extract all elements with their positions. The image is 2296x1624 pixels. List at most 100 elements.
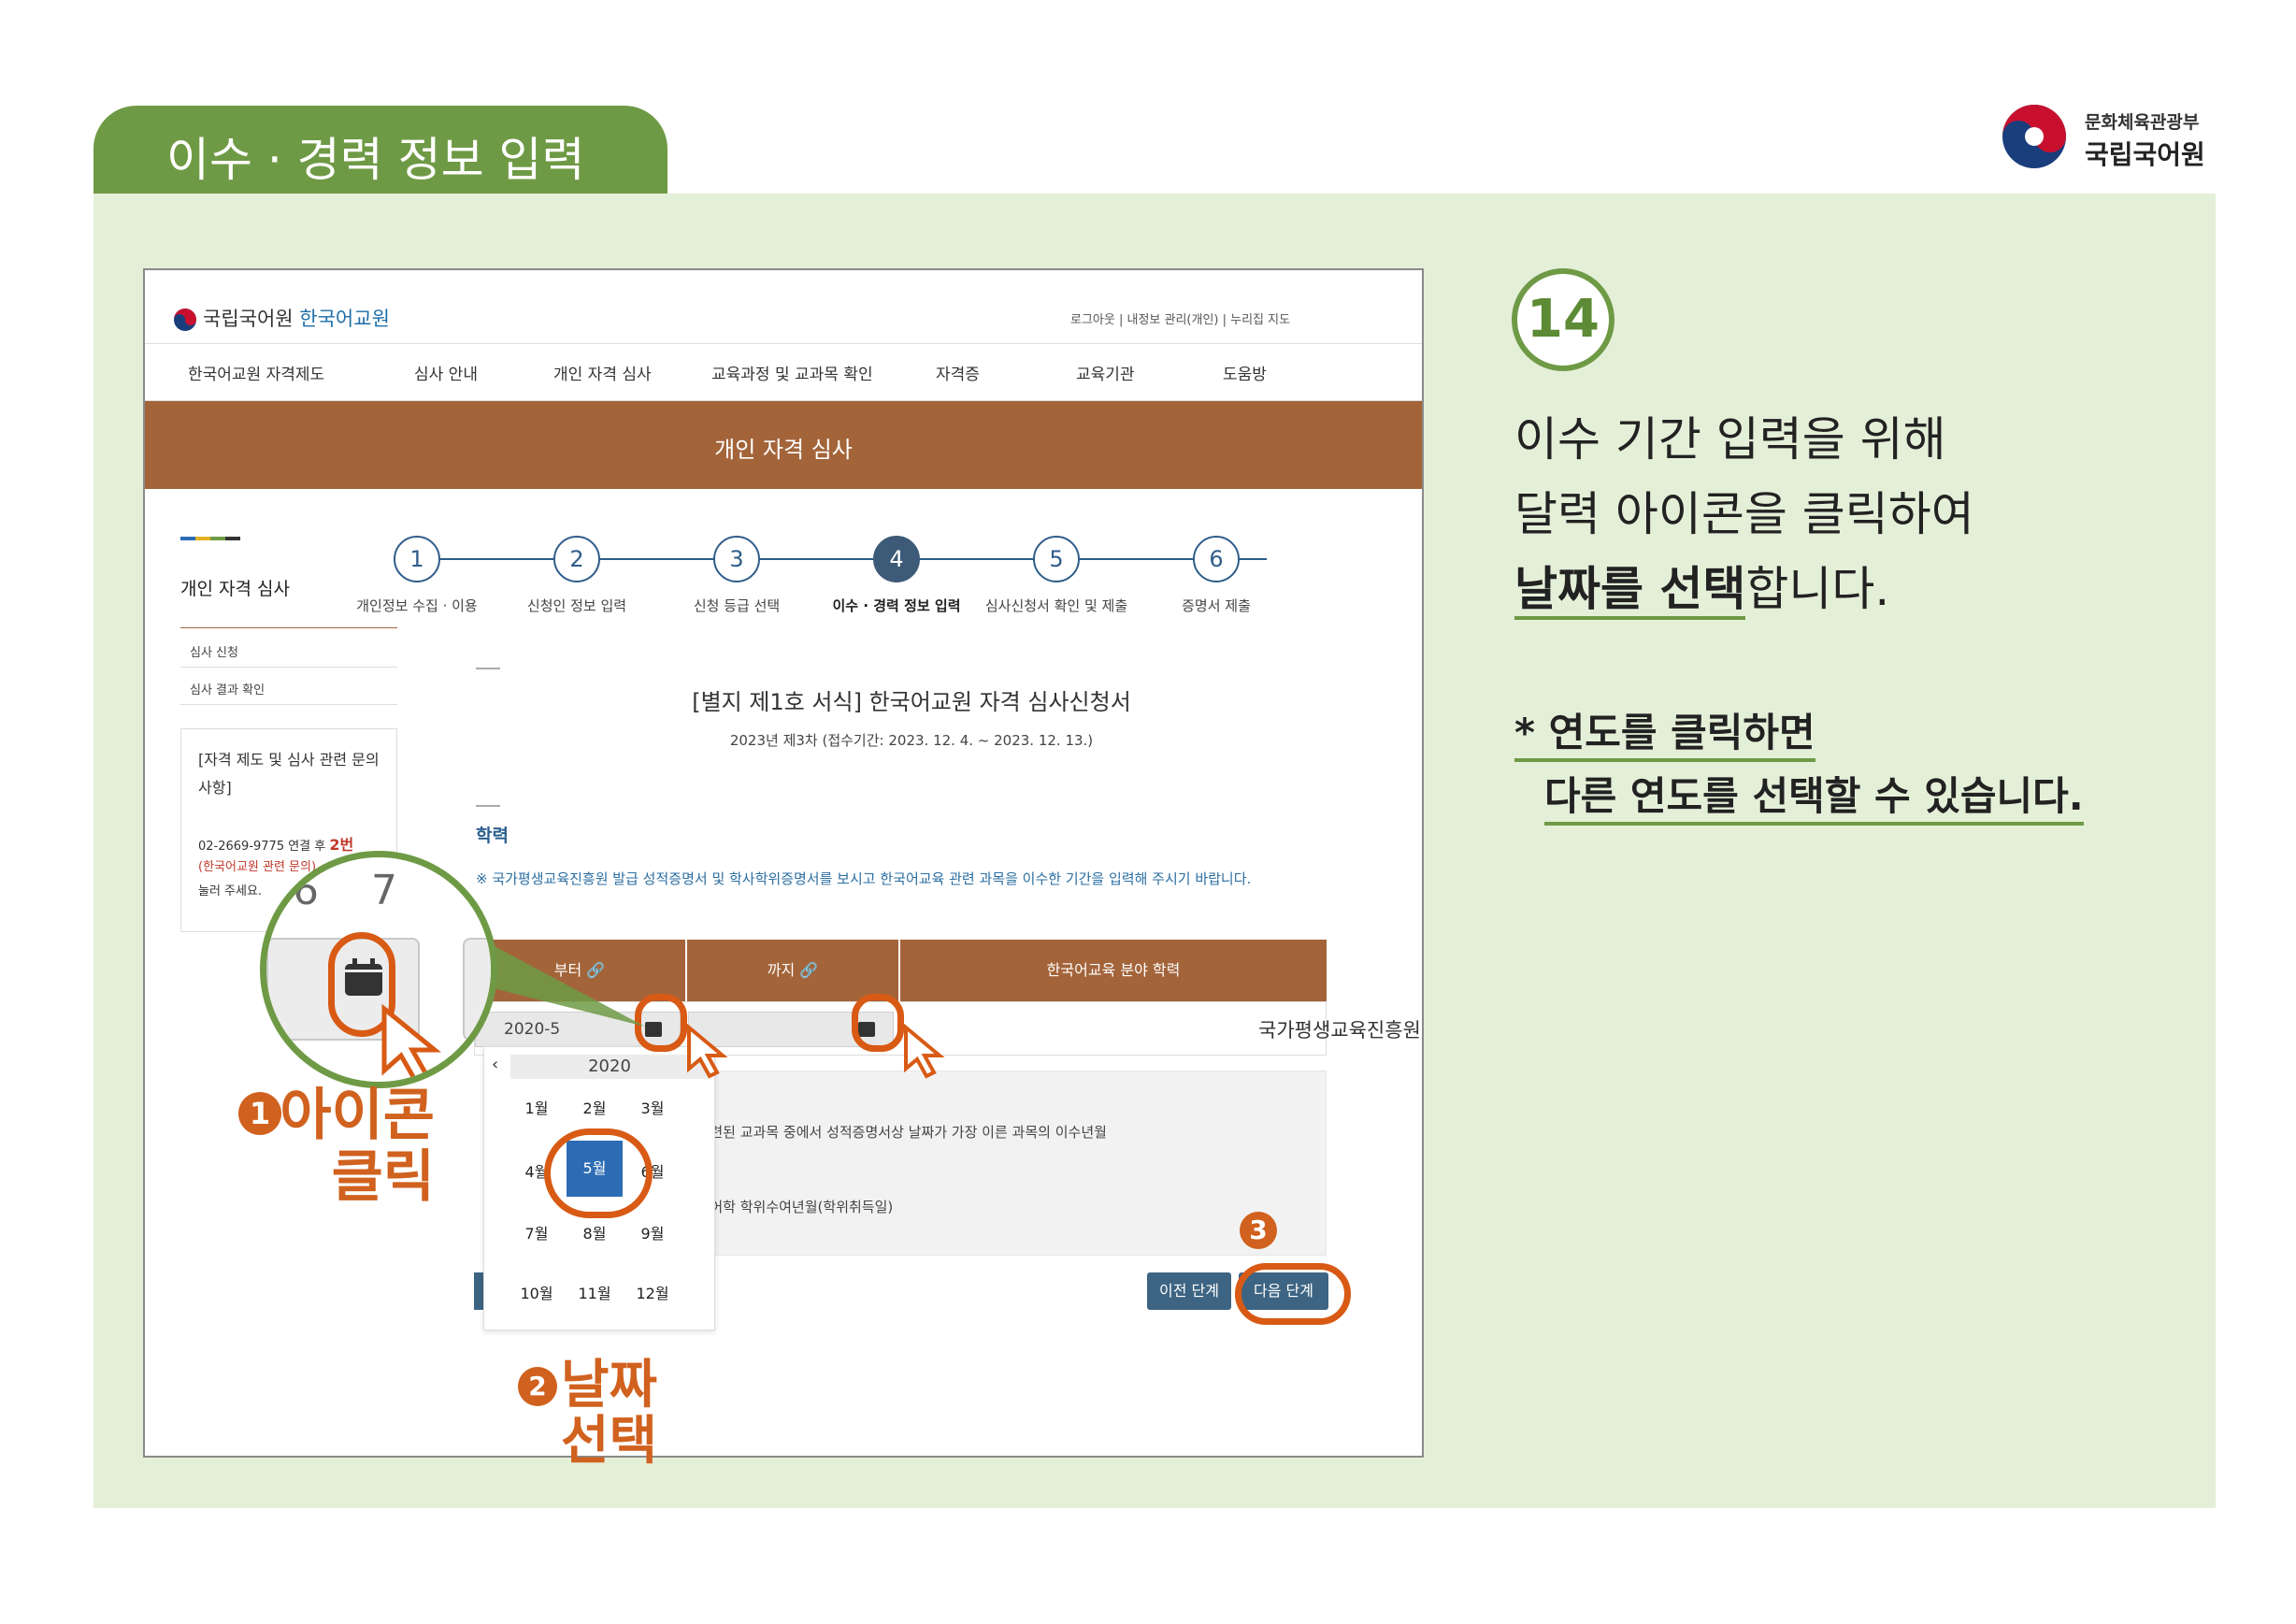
contact-topic: (한국어교원 관련 문의)	[198, 860, 317, 874]
magnifier-digit: 6	[293, 867, 319, 914]
instruction-line-3: 날짜를 선택합니다.	[1514, 552, 1890, 620]
year-selector[interactable]: 2020	[510, 1055, 709, 1079]
sidebar-divider	[180, 627, 397, 628]
step-3-label: 신청 등급 선택	[693, 597, 781, 614]
sidebar-title: 개인 자격 심사	[180, 579, 290, 599]
annotation-1-text: 아이콘 클릭	[280, 1083, 435, 1210]
nav-item-certificate[interactable]: 자격증	[936, 366, 980, 384]
logo-institute-name: 국립국어원	[2085, 139, 2205, 170]
contact-press: 눌러 주세요.	[198, 884, 263, 898]
page-title: 이수 · 경력 정보 입력	[166, 133, 585, 187]
step-5-circle: 5	[1033, 536, 1080, 582]
logo-ministry-name: 문화체육관광부	[2085, 112, 2200, 133]
cursor-arrow-icon	[687, 1024, 728, 1079]
magnifier-circle: 6 7	[260, 851, 497, 1088]
magnifier-digit: 7	[371, 867, 397, 914]
global-nav: 한국어교원 자격제도 심사 안내 개인 자격 심사 교육과정 및 교과목 확인 …	[145, 343, 1422, 401]
instruction-line-3-rest: 합니다.	[1745, 562, 1890, 616]
step-1-circle: 1	[394, 536, 440, 582]
magnified-icon-highlight	[328, 932, 395, 1037]
step-number-badge: 14	[1512, 268, 1614, 371]
month-10[interactable]: 10월	[520, 1285, 553, 1302]
section-dash	[476, 805, 500, 807]
magnified-input	[463, 938, 491, 1041]
note-line-1: * 연도를 클릭하면	[1514, 701, 1815, 762]
month-8[interactable]: 8월	[582, 1225, 607, 1243]
step-6-circle: 6	[1193, 536, 1240, 582]
ministry-logo: 문화체육관광부 국립국어원	[2001, 103, 2216, 178]
annotation-2-line1: 날짜	[561, 1355, 658, 1416]
site-logo-icon	[174, 309, 196, 331]
section-banner: 개인 자격 심사	[145, 401, 1422, 489]
sidebar-divider	[180, 667, 397, 668]
month-2[interactable]: 2월	[582, 1099, 607, 1117]
nav-item-help[interactable]: 도움방	[1223, 366, 1267, 384]
step-4-circle: 4	[873, 536, 920, 582]
annotation-2-badge: 2	[518, 1367, 557, 1406]
nav-item-personal-review[interactable]: 개인 자격 심사	[553, 366, 652, 384]
section-dash	[476, 668, 500, 669]
stepper-line	[416, 558, 1267, 560]
banner-title: 개인 자격 심사	[714, 437, 853, 463]
prev-year-chevron-icon[interactable]: ‹	[492, 1055, 499, 1074]
help-text-1: 한국어교육과 관련된 교과목 중에서 성적증명서상 날짜가 가장 이른 과목의 …	[615, 1124, 1107, 1141]
col-to: 까지 🔗	[687, 940, 900, 1001]
next-button-highlight	[1235, 1263, 1351, 1325]
note-line-2: 다른 연도를 선택할 수 있습니다.	[1544, 765, 2084, 826]
nav-item-institution[interactable]: 교육기관	[1076, 366, 1135, 384]
step-5-label: 심사신청서 확인 및 제출	[984, 597, 1128, 614]
step-4-label: 이수 · 경력 정보 입력	[832, 597, 961, 614]
contact-box: [자격 제도 및 심사 관련 문의 사항] 02-2669-9775 연결 후 …	[180, 728, 397, 932]
month-9[interactable]: 9월	[640, 1225, 665, 1243]
month-3[interactable]: 3월	[640, 1099, 665, 1117]
annotation-2-line2: 선택	[561, 1411, 658, 1472]
page-title-tab: 이수 · 경력 정보 입력	[93, 106, 667, 194]
contact-phone-number: 02-2669-9775 연결 후	[198, 840, 326, 854]
help-box: 한국어교육과 관련된 교과목 중에서 성적증명서상 날짜가 가장 이른 과목의 …	[614, 1071, 1327, 1256]
col-field: 한국어교육 분야 학력	[900, 940, 1327, 1001]
prev-step-button[interactable]: 이전 단계	[1147, 1272, 1231, 1310]
nav-item-guide[interactable]: 심사 안내	[414, 366, 478, 384]
cursor-arrow-icon	[904, 1024, 945, 1079]
step-3-circle: 3	[713, 536, 760, 582]
calendar-icon	[345, 958, 382, 996]
site-logo-main: 국립국어원	[203, 308, 294, 330]
cursor-arrow-icon	[381, 1003, 442, 1082]
site-logo[interactable]: 국립국어원 한국어교원	[173, 304, 390, 332]
step-2-label: 신청인 정보 입력	[526, 597, 627, 614]
nav-item-system[interactable]: 한국어교원 자격제도	[188, 366, 325, 384]
step-1-label: 개인정보 수집 · 이용	[356, 597, 478, 614]
step-6-label: 증명서 제출	[1182, 597, 1251, 614]
form-title: [별지 제1호 서식] 한국어교원 자격 심사신청서	[692, 689, 1131, 715]
site-logo-sub: 한국어교원	[299, 308, 390, 330]
instruction-emphasis: 날짜를 선택	[1514, 562, 1746, 620]
annotation-1-badge: 1	[238, 1092, 281, 1135]
form-subtitle: 2023년 제3차 (접수기간: 2023. 12. 4. ~ 2023. 12…	[729, 732, 1094, 749]
sidebar-item-result[interactable]: 심사 결과 확인	[190, 683, 265, 697]
contact-title: [자격 제도 및 심사 관련 문의 사항]	[198, 751, 380, 797]
to-icon-highlight	[852, 994, 904, 1052]
month-11[interactable]: 11월	[578, 1285, 611, 1302]
month-1[interactable]: 1월	[524, 1099, 549, 1117]
contact-extension: 2번	[329, 836, 354, 854]
annotation-3-badge: 3	[1240, 1212, 1277, 1249]
month-4[interactable]: 4월	[524, 1163, 549, 1181]
taegeuk-logo-icon	[2002, 105, 2066, 168]
sidebar-color-bar	[180, 537, 240, 540]
month-12[interactable]: 12월	[636, 1285, 669, 1302]
institution-name: 국가평생교육진흥원 외국어로서의 한국어학	[1258, 1019, 1422, 1042]
contact-phone: 02-2669-9775 연결 후 2번	[198, 832, 353, 855]
education-note: ※ 국가평생교육진흥원 발급 성적증명서 및 학사학위증명서를 보시고 한국어교…	[476, 870, 1252, 887]
list-button[interactable]	[474, 1272, 483, 1310]
month-7[interactable]: 7월	[524, 1225, 549, 1243]
selected-month-highlight	[544, 1128, 653, 1218]
sidebar-item-apply[interactable]: 심사 신청	[190, 646, 238, 660]
education-heading: 학력	[476, 826, 509, 846]
utility-links[interactable]: 로그아웃 | 내정보 관리(개인) | 누리집 지도	[1070, 313, 1291, 327]
sidebar-divider	[180, 704, 397, 705]
instruction-line-1: 이수 기간 입력을 위해	[1514, 412, 1946, 467]
nav-item-curriculum[interactable]: 교육과정 및 교과목 확인	[711, 366, 873, 384]
step-2-circle: 2	[553, 536, 600, 582]
instruction-line-2: 달력 아이콘을 클릭하여	[1514, 487, 1974, 541]
